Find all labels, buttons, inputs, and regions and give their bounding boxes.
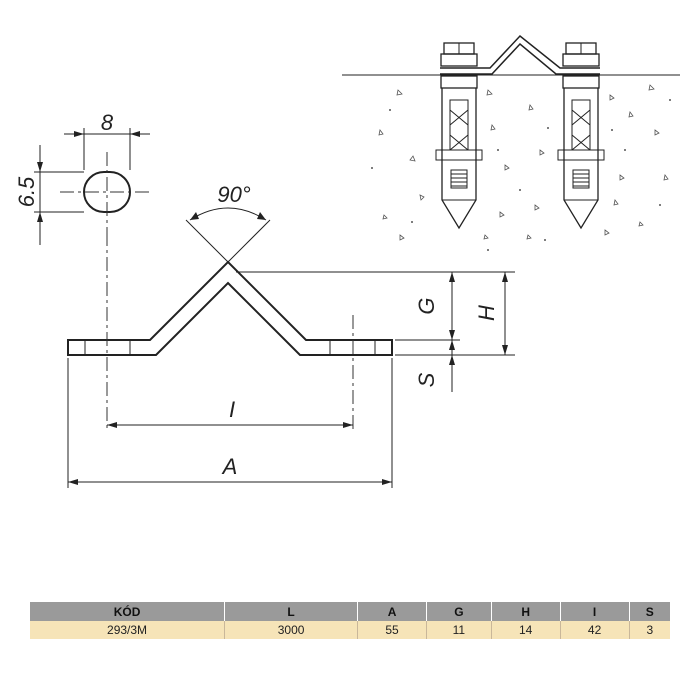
- left-anchor: [435, 42, 483, 230]
- dim-G-label: G: [414, 297, 439, 314]
- hole-width-label: 8: [101, 110, 114, 135]
- cell-H: 14: [491, 621, 561, 639]
- header-H: H: [491, 602, 561, 621]
- concrete-dots: [371, 99, 671, 251]
- angle-label: 90°: [217, 182, 250, 207]
- technical-drawing: 8 6.5 90° G: [14, 34, 680, 488]
- cell-L: 3000: [224, 621, 359, 639]
- header-A: A: [357, 602, 428, 621]
- hole-detail: 8 6.5: [14, 110, 152, 245]
- concrete-texture: [378, 84, 669, 241]
- hole-height-label: 6.5: [14, 176, 39, 207]
- cell-S: 3: [646, 623, 654, 637]
- height-dimensions: G S H: [236, 271, 515, 392]
- bent-strip: [67, 232, 393, 432]
- header-kod: KÓD: [30, 602, 226, 621]
- dimension-A: A: [67, 358, 393, 488]
- dim-A-label: A: [221, 454, 238, 479]
- installation-sketch: [342, 34, 680, 251]
- table-row: 293/3M 3000 55 11 14 42 3: [30, 621, 670, 639]
- table-header-row: KÓD L A G H I S: [30, 602, 670, 621]
- dim-S-label: S: [414, 372, 439, 387]
- cell-kod: 293/3M: [30, 621, 226, 639]
- header-L: L: [224, 602, 359, 621]
- angle-dimension: 90°: [185, 182, 271, 263]
- cell-A: 55: [357, 621, 428, 639]
- right-anchor: [557, 42, 605, 230]
- header-S: S: [645, 604, 654, 619]
- header-I: I: [560, 602, 630, 621]
- cell-G: 11: [426, 621, 492, 639]
- cell-I: 42: [560, 621, 630, 639]
- dimension-I: I: [107, 397, 353, 428]
- dim-I-label: I: [229, 397, 235, 422]
- specification-table: KÓD L A G H I S 293/3M 3000 55 11 14 42 …: [30, 602, 670, 639]
- dim-H-label: H: [474, 305, 499, 321]
- header-G: G: [426, 602, 492, 621]
